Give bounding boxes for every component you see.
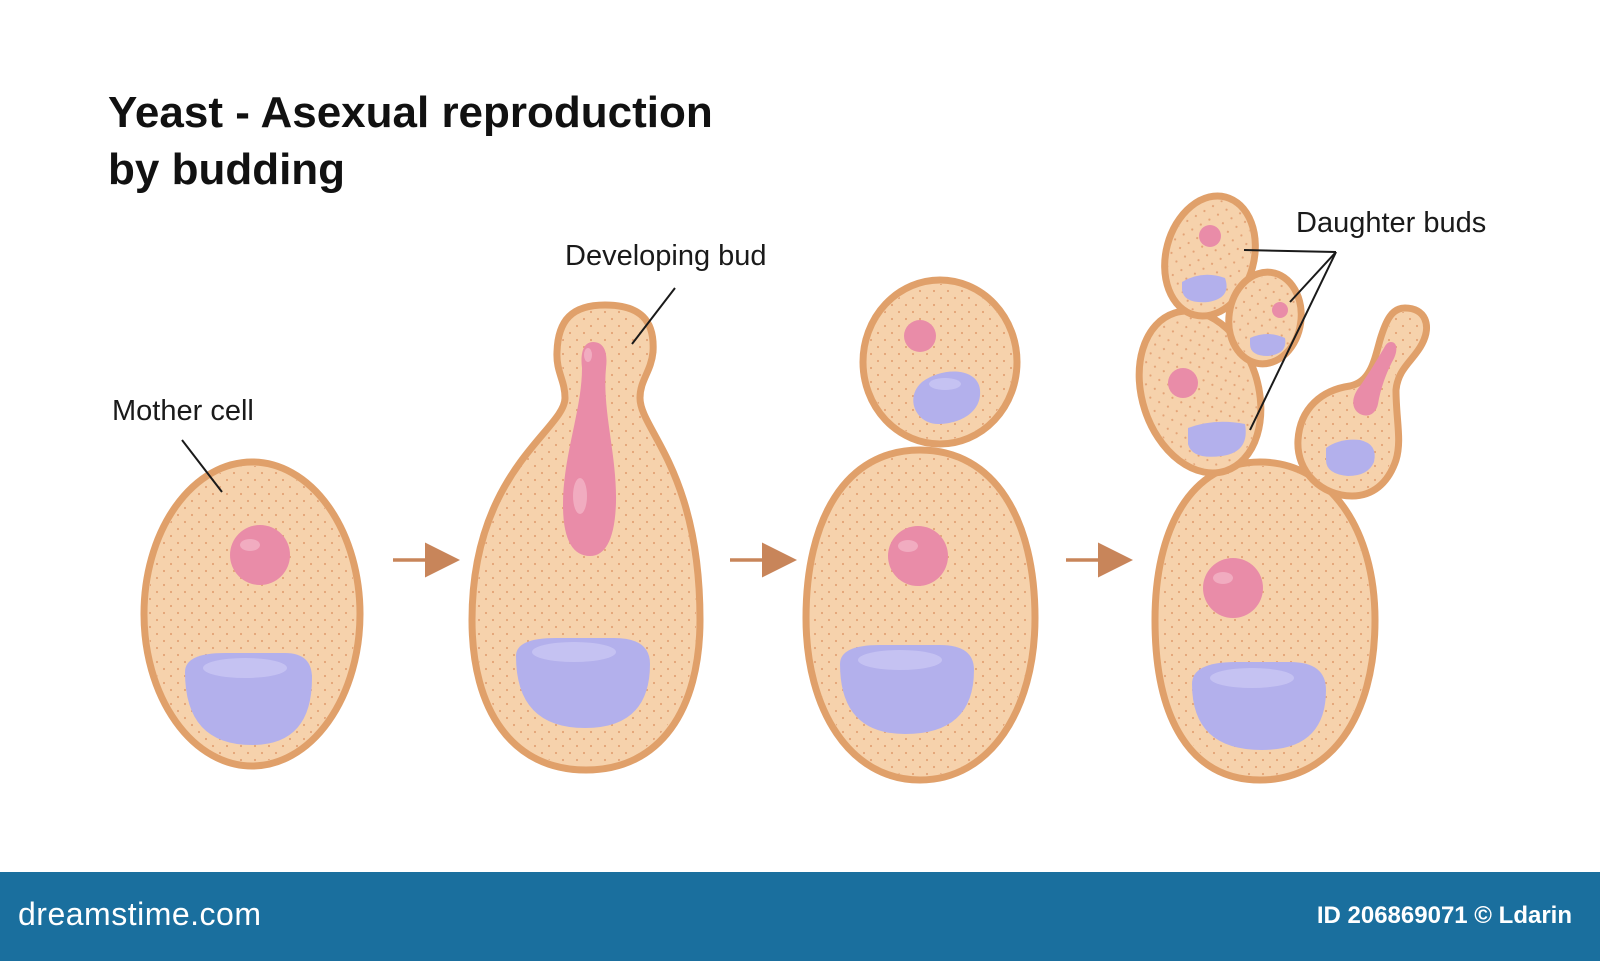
stock-id: ID 206869071 © Ldarin	[1317, 902, 1572, 930]
label-mother-cell: Mother cell	[112, 395, 254, 427]
vacuole-highlight	[532, 642, 616, 662]
leader-daughter-buds-2	[1290, 252, 1336, 302]
nucleus	[230, 525, 290, 585]
vacuole-highlight	[203, 658, 287, 678]
brand-logo[interactable]: dreamstime.com	[18, 896, 262, 933]
nucleus	[1203, 558, 1263, 618]
budding-cell-right	[1298, 308, 1427, 496]
vacuole-highlight	[858, 650, 942, 670]
nucleus	[1168, 368, 1198, 398]
stage-2-developing-bud	[472, 305, 700, 770]
footer-bar: dreamstime.com ID 206869071 © Ldarin	[0, 872, 1600, 961]
nucleus-highlight	[898, 540, 918, 552]
vacuole	[1326, 440, 1375, 476]
nucleus-highlight	[584, 348, 592, 362]
bud-nucleus	[904, 320, 936, 352]
nucleus-highlight	[240, 539, 260, 551]
nucleus	[888, 526, 948, 586]
label-developing-bud: Developing bud	[565, 240, 767, 272]
vacuole-highlight	[929, 378, 961, 390]
nucleus	[1272, 302, 1288, 318]
stage-1-mother-cell	[144, 462, 360, 766]
nucleus	[1199, 225, 1221, 247]
vacuole-highlight	[1210, 668, 1294, 688]
stage-3-separated-bud	[806, 280, 1035, 780]
nucleus-highlight	[573, 478, 587, 514]
budding-diagram: Mother cell Developing bud	[0, 0, 1600, 872]
stage-4-daughter-buds	[1119, 186, 1426, 780]
nucleus-highlight	[1213, 572, 1233, 584]
label-daughter-buds: Daughter buds	[1296, 207, 1486, 239]
